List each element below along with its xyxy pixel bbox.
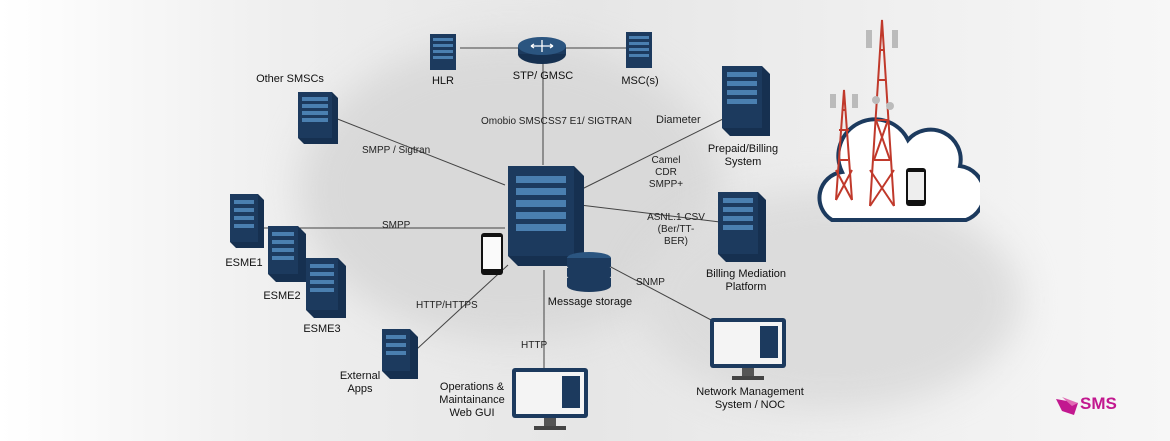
msc-server-icon bbox=[626, 32, 652, 68]
smpp-label: SMPP bbox=[382, 220, 411, 231]
stp-label: STP/ GMSC bbox=[512, 70, 574, 82]
esme1-server-icon bbox=[230, 194, 264, 248]
nms-monitor-icon bbox=[710, 318, 786, 380]
omobio-smsc-label: Omobio SMSC bbox=[481, 116, 548, 127]
prepaid-billing-label: Prepaid/Billing System bbox=[707, 143, 779, 168]
message-storage-label: Message storage bbox=[547, 296, 633, 308]
omobio-smsc-server-icon bbox=[508, 166, 584, 266]
background-hand bbox=[640, 190, 1020, 410]
http-https-label: HTTP/HTTPS bbox=[416, 300, 478, 311]
billing-mediation-label: Billing Mediation Platform bbox=[705, 268, 787, 293]
nms-label: Network Management System / NOC bbox=[696, 386, 804, 411]
diameter-label: Diameter bbox=[656, 114, 701, 126]
ss7-label: SS7 E1/ SIGTRAN bbox=[548, 116, 632, 127]
mobile-phone-icon bbox=[481, 233, 503, 275]
oam-monitor-icon bbox=[512, 368, 588, 430]
link-external-apps bbox=[404, 264, 509, 361]
sms-logo-icon bbox=[1056, 397, 1078, 415]
billing-mediation-server-icon bbox=[718, 192, 766, 262]
hlr-label: HLR bbox=[431, 75, 454, 87]
message-storage-db-icon bbox=[567, 252, 611, 292]
esme1-label: ESME1 bbox=[225, 257, 263, 269]
esme2-server-icon bbox=[268, 226, 306, 282]
smpp-sigtran-label: SMPP / Sigtran bbox=[362, 145, 431, 156]
other-smscs-label: Other SMSCs bbox=[256, 73, 324, 85]
link-other-smscs bbox=[334, 117, 506, 186]
snmp-label: SNMP bbox=[636, 277, 665, 288]
external-apps-label: External Apps bbox=[339, 370, 381, 395]
prepaid-billing-server-icon bbox=[722, 66, 770, 136]
sms-logo-text: SMS bbox=[1080, 394, 1117, 413]
esme3-server-icon bbox=[306, 258, 346, 318]
asn-label: ASNL.1 CSV (Ber/TT-BER) bbox=[647, 212, 705, 247]
oam-label: Operations & Maintainance Web GUI bbox=[439, 381, 505, 419]
http-label: HTTP bbox=[521, 340, 548, 351]
link-prepaid bbox=[579, 117, 726, 191]
link-billing-mediation bbox=[579, 204, 721, 223]
stp-router-icon bbox=[518, 37, 566, 64]
telecom-towers-cloud-illustration bbox=[817, 19, 980, 222]
camel-label: Camel CDR SMPP+ bbox=[648, 155, 684, 190]
msc-label: MSC(s) bbox=[621, 75, 659, 87]
esme3-label: ESME3 bbox=[303, 323, 341, 335]
esme2-label: ESME2 bbox=[263, 290, 301, 302]
external-apps-server-icon bbox=[382, 329, 418, 379]
hlr-server-icon bbox=[430, 34, 456, 70]
other-smscs-server-icon bbox=[298, 92, 338, 144]
